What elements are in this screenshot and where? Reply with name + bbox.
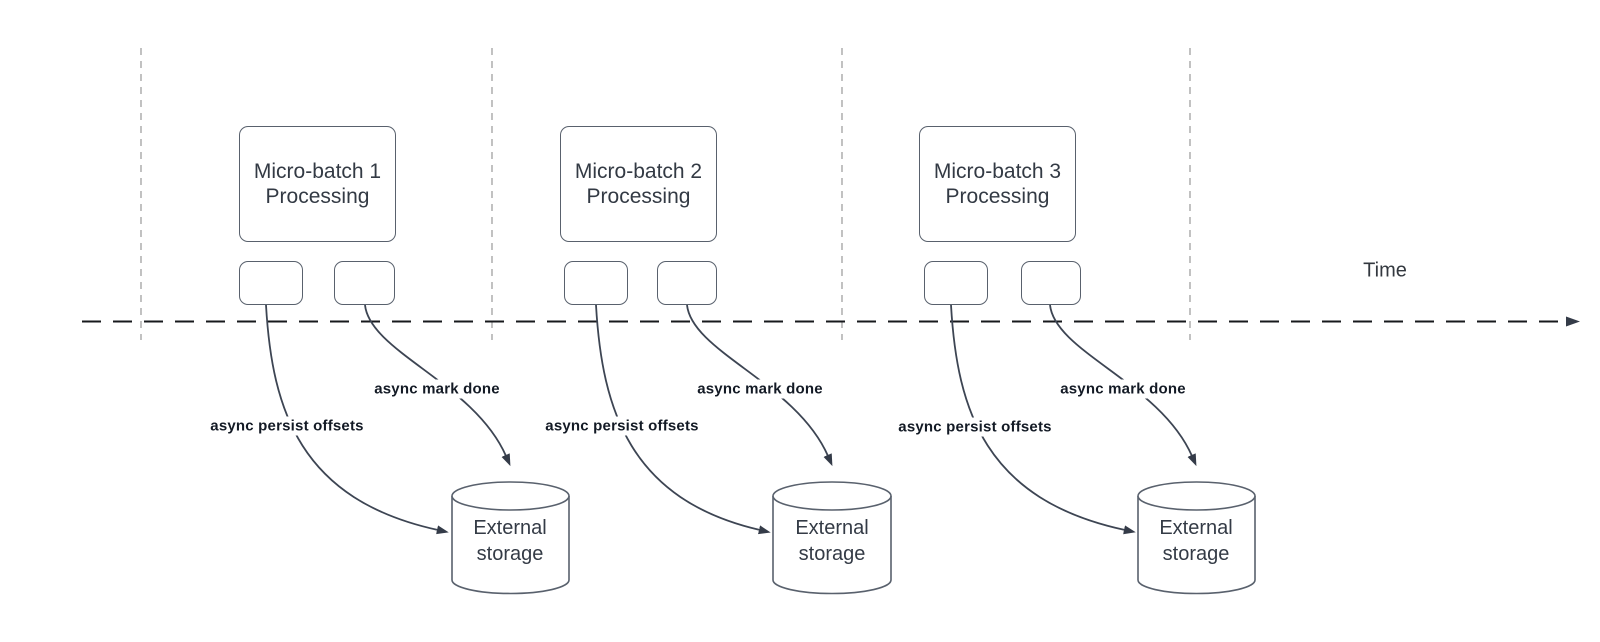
external-storage-cylinder-2 xyxy=(772,481,892,595)
mark-done-task-box-2 xyxy=(657,261,717,305)
mark-done-arrow-3 xyxy=(1049,304,1197,467)
persist-offsets-label-2: async persist offsets xyxy=(542,416,702,436)
external-storage-cylinder-1 xyxy=(451,481,570,595)
external-storage-label-3: External storage xyxy=(1159,517,1233,565)
persist-offsets-arrow-3 xyxy=(950,304,1136,535)
microbatch-3-processing-box: Micro-batch 3 Processing xyxy=(919,126,1076,242)
mark-done-task-box-1 xyxy=(334,261,395,305)
external-storage-label-2: External storage xyxy=(795,517,869,565)
mark-done-task-box-3 xyxy=(1021,261,1081,305)
persist-task-box-1 xyxy=(239,261,303,305)
microbatch-2-processing-box: Micro-batch 2 Processing xyxy=(560,126,717,242)
mark-done-label-2: async mark done xyxy=(694,379,826,399)
persist-offsets-arrow-1 xyxy=(265,304,449,535)
mark-done-label-3: async mark done xyxy=(1057,379,1189,399)
persist-task-box-3 xyxy=(924,261,988,305)
microbatch-1-processing-box: Micro-batch 1 Processing xyxy=(239,126,396,242)
external-storage-label-1: External storage xyxy=(473,517,547,565)
persist-offsets-label-1: async persist offsets xyxy=(207,416,367,436)
time-axis-label: Time xyxy=(1363,259,1407,282)
persist-task-box-2 xyxy=(564,261,628,305)
persist-offsets-label-3: async persist offsets xyxy=(895,417,1055,437)
persist-offsets-arrow-2 xyxy=(595,304,771,535)
mark-done-arrow-2 xyxy=(686,304,833,467)
mark-done-arrow-1 xyxy=(364,304,511,467)
mark-done-label-1: async mark done xyxy=(371,379,503,399)
external-storage-cylinder-3 xyxy=(1137,481,1256,595)
